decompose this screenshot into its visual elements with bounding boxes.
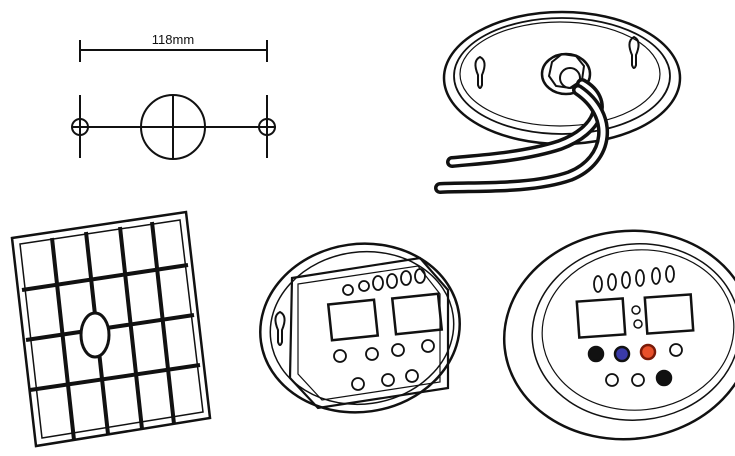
keyhole-slot-left bbox=[474, 55, 486, 89]
button-lower-2 bbox=[631, 373, 645, 387]
top-selector-row bbox=[342, 268, 426, 296]
front-display-right bbox=[643, 293, 695, 335]
module-outer-shell bbox=[259, 242, 461, 414]
guard-frame bbox=[10, 210, 212, 448]
front-outer-shell bbox=[502, 229, 735, 441]
button-dark-left bbox=[587, 345, 605, 363]
guard-centre-opening bbox=[79, 311, 111, 359]
button-lower-3 bbox=[655, 369, 673, 387]
button-lower-1 bbox=[605, 373, 619, 387]
indicator-blue bbox=[613, 345, 631, 363]
timer-module-angled bbox=[259, 242, 461, 414]
mounting-hole-template: 118mm bbox=[71, 32, 276, 160]
button-row-upper bbox=[333, 339, 435, 363]
front-top-selector-row bbox=[593, 265, 675, 293]
grid-guard-cover bbox=[10, 210, 212, 448]
dimension-label: 118mm bbox=[152, 32, 194, 47]
button-right-upper bbox=[669, 343, 683, 357]
mounting-plate bbox=[288, 256, 450, 410]
side-latch-icon bbox=[274, 310, 286, 346]
housing-outer-rim bbox=[442, 10, 682, 146]
indicator-red bbox=[639, 343, 657, 361]
front-display-left bbox=[575, 297, 627, 339]
keyhole-slot-right bbox=[628, 35, 640, 69]
housing-inner-rim bbox=[453, 17, 671, 135]
timer-module-front bbox=[502, 229, 735, 441]
button-row-lower bbox=[351, 369, 419, 391]
wall-mount-housing-with-cable bbox=[434, 10, 682, 194]
display-right bbox=[390, 292, 444, 336]
display-left bbox=[326, 298, 380, 342]
